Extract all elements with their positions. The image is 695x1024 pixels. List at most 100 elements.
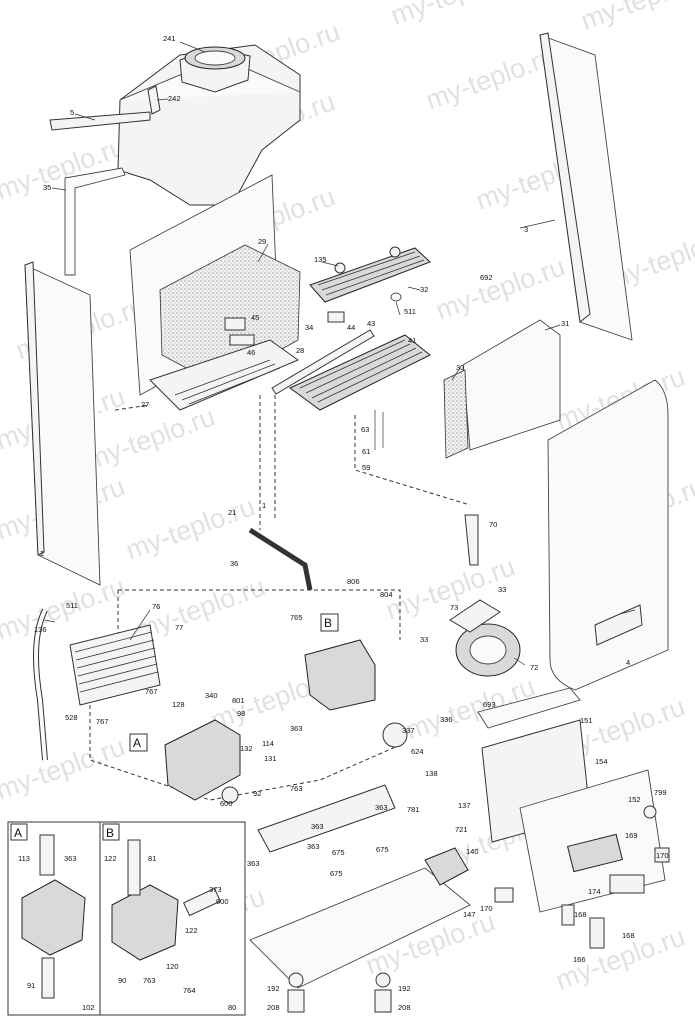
fitting-208a bbox=[287, 989, 305, 1013]
pump-cap bbox=[469, 635, 507, 665]
callout-90: 90 bbox=[118, 976, 126, 985]
box-b-frame bbox=[320, 613, 339, 632]
callout-113: 113 bbox=[18, 854, 30, 863]
knob-799 bbox=[643, 805, 657, 819]
callout-5: 5 bbox=[70, 108, 74, 117]
gas-manifold-43 bbox=[271, 329, 375, 395]
inset-panels bbox=[7, 821, 246, 1016]
callout-208a: 208 bbox=[267, 1003, 280, 1012]
callout-721: 721 bbox=[455, 825, 468, 834]
callout-242: 242 bbox=[168, 94, 181, 103]
callout-363d: 363 bbox=[64, 854, 77, 863]
callout-122a: 122 bbox=[104, 854, 117, 863]
callout-174: 174 bbox=[588, 887, 601, 896]
watermark: my-teplo.ru bbox=[122, 491, 259, 565]
callout-41: 41 bbox=[408, 336, 416, 345]
callout-36: 36 bbox=[230, 559, 238, 568]
callout-31: 31 bbox=[561, 319, 569, 328]
insulation-30 bbox=[443, 369, 469, 459]
side-panel-3 bbox=[539, 32, 633, 341]
callout-98: 98 bbox=[237, 709, 245, 718]
front-cover-handle bbox=[594, 604, 643, 646]
callout-131: 131 bbox=[264, 754, 277, 763]
callout-600a: 600 bbox=[220, 799, 233, 808]
burner-slots bbox=[299, 339, 423, 403]
callout-166: 166 bbox=[573, 955, 586, 964]
callout-61: 61 bbox=[362, 447, 370, 456]
callout-80: 80 bbox=[228, 1003, 236, 1012]
watermark: my-teplo.ru bbox=[387, 0, 524, 31]
callout-675a: 675 bbox=[332, 848, 345, 857]
callout-30: 30 bbox=[456, 363, 464, 372]
burner-ramp bbox=[289, 334, 431, 411]
side-panel-2 bbox=[24, 261, 101, 586]
combustion-chamber bbox=[129, 174, 301, 411]
callout-764: 764 bbox=[183, 986, 196, 995]
callout-528: 528 bbox=[65, 713, 78, 722]
inset-b-cartridge bbox=[127, 839, 141, 896]
hydraulic-group-b bbox=[304, 639, 408, 748]
plate-exchanger-plates bbox=[74, 631, 159, 693]
callout-122b: 122 bbox=[185, 926, 198, 935]
callout-763: 763 bbox=[290, 784, 303, 793]
box-a-frame bbox=[129, 733, 148, 752]
callout-2: 2 bbox=[40, 549, 44, 558]
callout-28: 28 bbox=[296, 346, 304, 355]
callout-675b: 675 bbox=[376, 845, 389, 854]
watermark: my-teplo.ru bbox=[577, 0, 695, 36]
electrode-45 bbox=[224, 317, 246, 331]
box-a-label: A bbox=[133, 736, 141, 750]
callout-170b: 170 bbox=[480, 904, 493, 913]
pump-head-73 bbox=[449, 599, 501, 633]
callout-46: 46 bbox=[247, 348, 255, 357]
callout-151: 151 bbox=[580, 716, 593, 725]
callout-29: 29 bbox=[258, 237, 266, 246]
callout-693: 693 bbox=[483, 700, 496, 709]
inset-b-tag bbox=[102, 823, 120, 841]
fitting-192a bbox=[288, 972, 304, 988]
insulation-panel-31 bbox=[443, 319, 561, 459]
gas-pipe-63 bbox=[374, 410, 384, 450]
callout-336: 336 bbox=[440, 715, 453, 724]
callout-208b: 208 bbox=[398, 1003, 411, 1012]
pressure-tap-242 bbox=[147, 85, 161, 115]
inset-a-cartridge bbox=[39, 834, 55, 876]
inset-a-tag bbox=[10, 823, 28, 841]
exchanger-top bbox=[309, 247, 431, 303]
heat-exchanger bbox=[309, 246, 431, 323]
callout-91: 91 bbox=[27, 981, 35, 990]
callout-33a: 33 bbox=[498, 585, 506, 594]
burner-assembly bbox=[271, 329, 431, 411]
callout-77: 77 bbox=[175, 623, 183, 632]
side-panel-2-flange bbox=[24, 261, 45, 556]
callout-806: 806 bbox=[347, 577, 360, 586]
elbow-92 bbox=[221, 786, 239, 804]
callout-767a: 767 bbox=[145, 687, 158, 696]
watermark: my-teplo.ru bbox=[0, 131, 129, 205]
callout-692: 692 bbox=[480, 273, 493, 282]
callout-63: 63 bbox=[361, 425, 369, 434]
callout-511a: 511 bbox=[404, 307, 416, 316]
callout-765: 765 bbox=[290, 613, 303, 622]
callout-373: 373 bbox=[209, 885, 222, 894]
fitting-208b bbox=[374, 989, 392, 1013]
callout-33b: 33 bbox=[420, 635, 428, 644]
side-panel-3-flange bbox=[539, 32, 591, 323]
callout-147: 147 bbox=[463, 910, 476, 919]
hydraulic-group-a bbox=[164, 719, 241, 804]
callout-44: 44 bbox=[347, 323, 355, 332]
callout-32: 32 bbox=[420, 285, 428, 294]
watermark: my-teplo.ru bbox=[422, 41, 559, 115]
callout-241: 241 bbox=[163, 34, 176, 43]
callout-27: 27 bbox=[141, 400, 149, 409]
callout-21: 21 bbox=[228, 508, 236, 517]
gas-valve-140 bbox=[424, 847, 469, 886]
connectors bbox=[494, 847, 670, 949]
gasket-strip bbox=[257, 784, 396, 853]
plate-exchanger-body bbox=[69, 624, 161, 706]
callout-3: 3 bbox=[524, 225, 528, 234]
callout-73: 73 bbox=[450, 603, 458, 612]
callout-363b: 363 bbox=[375, 803, 388, 812]
callout-152: 152 bbox=[628, 795, 641, 804]
pipe-136-inner bbox=[34, 609, 47, 761]
